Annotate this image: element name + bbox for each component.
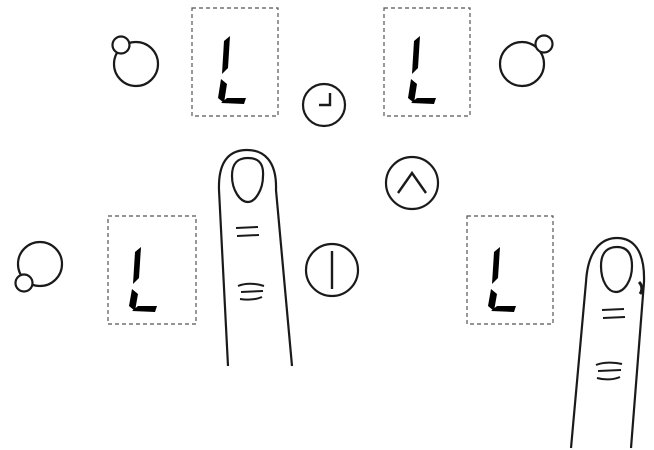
display-rear-left: L	[191, 7, 279, 117]
segment-lower-left	[218, 79, 227, 103]
hotplate-rear-right-icon[interactable]	[498, 34, 554, 88]
segment-upper-left	[133, 247, 141, 284]
hotplate-front-left-icon[interactable]	[14, 240, 64, 293]
segment-lower-left	[129, 289, 138, 311]
display-front-left: L	[107, 215, 197, 325]
finger-pointer-icon	[569, 236, 646, 449]
up-arrow-icon[interactable]	[384, 155, 440, 211]
finger-pointer-icon	[217, 148, 294, 367]
clock-icon[interactable]	[301, 82, 347, 128]
hotplate-rear-left-icon[interactable]	[111, 35, 160, 88]
segment-bottom	[491, 306, 516, 312]
segment-bottom	[132, 306, 157, 312]
segment-upper-left	[492, 247, 500, 284]
power-icon[interactable]	[304, 242, 360, 298]
display-rear-right: L	[383, 7, 471, 117]
segment-bottom	[221, 98, 246, 104]
display-front-right: L	[466, 215, 554, 325]
segment-bottom	[411, 98, 436, 104]
segment-lower-left	[488, 289, 497, 311]
segment-upper-left	[222, 36, 230, 74]
segment-lower-left	[408, 79, 417, 103]
segment-upper-left	[412, 36, 420, 74]
